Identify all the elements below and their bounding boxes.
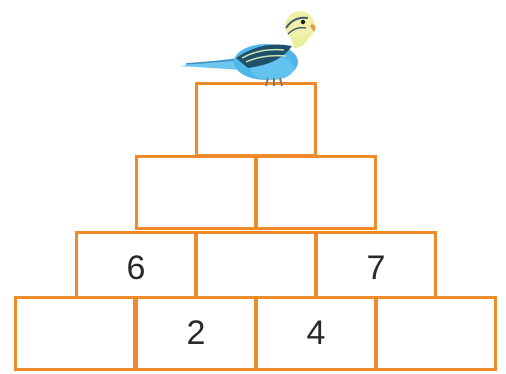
pyramid-cell-r2-c1[interactable] (135, 155, 257, 230)
pyramid-cell-r1-c1[interactable] (195, 82, 317, 157)
pyramid-cell-r3-c2[interactable] (195, 231, 317, 306)
pyramid-cell-r4-c4[interactable] (375, 296, 497, 371)
pyramid-cell-r4-c2[interactable]: 2 (135, 296, 257, 371)
budgie-icon (176, 4, 322, 88)
pyramid-cell-r4-c3[interactable]: 4 (255, 296, 377, 371)
pyramid-cell-r4-c1[interactable] (14, 296, 136, 371)
pyramid-cell-r2-c2[interactable] (255, 155, 377, 230)
pyramid-cell-r3-c1[interactable]: 6 (75, 231, 197, 306)
pyramid-cell-r3-c3[interactable]: 7 (315, 231, 437, 306)
